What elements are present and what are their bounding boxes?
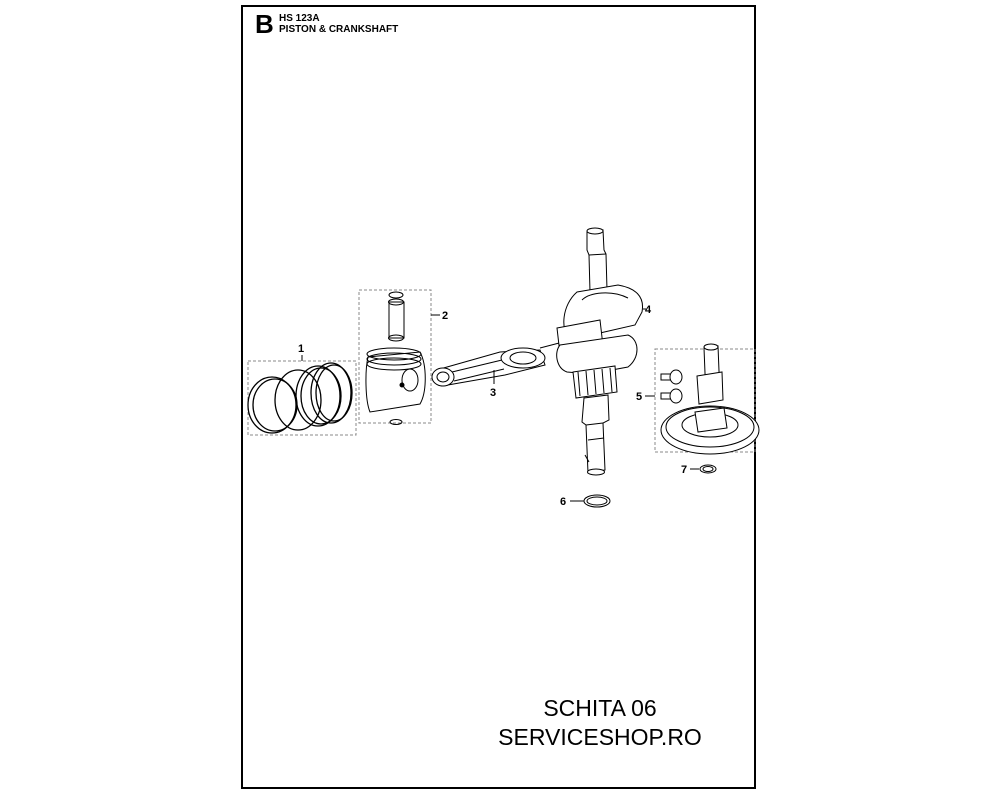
camshaft-washer [699, 464, 717, 474]
callout-1: 1 [298, 343, 304, 355]
valve-lifters [660, 369, 683, 404]
piston-rings [247, 362, 353, 434]
shop-name: SERVICESHOP.RO [498, 724, 702, 750]
piston-group-box [358, 289, 432, 424]
piston-pin [388, 301, 405, 339]
pin-clip-bottom [389, 419, 403, 425]
crankshaft [556, 227, 644, 476]
callout-3: 3 [490, 387, 496, 399]
diagram-title: PISTON & CRANKSHAFT [279, 24, 399, 35]
section-letter: B [255, 9, 274, 39]
pin-clip-top [388, 291, 404, 299]
model-name: HS 123A [279, 13, 320, 24]
camshaft [660, 343, 760, 455]
callout-2: 2 [442, 310, 448, 322]
piston [365, 347, 426, 413]
callout-4: 4 [645, 304, 652, 316]
callout-5: 5 [636, 391, 642, 403]
ring-group-box [247, 360, 357, 436]
sheet-label: SCHITA 06 [543, 695, 657, 721]
connecting-rod [431, 347, 546, 387]
callout-7: 7 [681, 464, 687, 476]
callout-6: 6 [560, 496, 566, 508]
